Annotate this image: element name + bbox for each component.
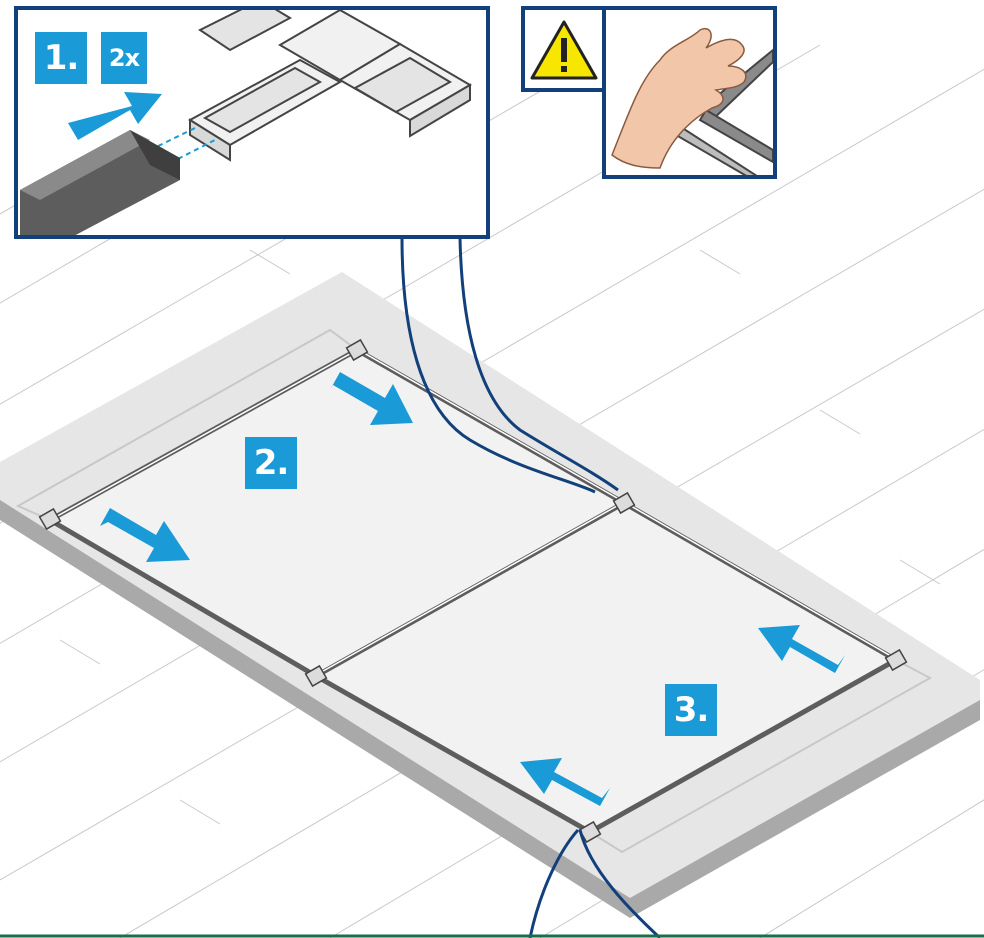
inset-1-illustration xyxy=(18,0,486,238)
hand-caution-icon xyxy=(606,10,773,178)
step-1-badge: 1. xyxy=(35,32,87,84)
step-3-badge: 3. xyxy=(665,684,717,736)
step-2-badge: 2. xyxy=(245,437,297,489)
step-1-quantity-badge: 2x xyxy=(101,32,147,84)
warning-box xyxy=(523,8,605,90)
